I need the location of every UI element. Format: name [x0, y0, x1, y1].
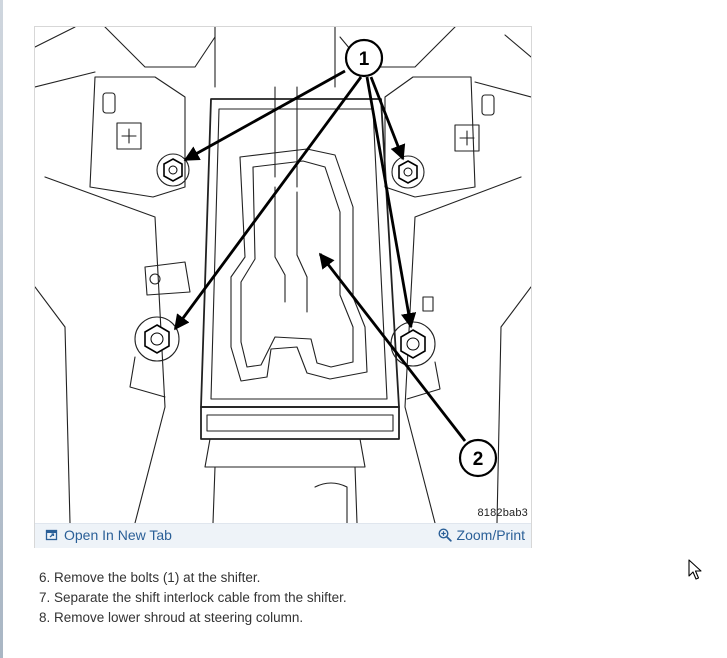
step-item: 6. Remove the bolts (1) at the shifter. [39, 570, 261, 585]
open-in-new-tab-label: Open In New Tab [64, 527, 172, 543]
callout-2-label: 2 [473, 449, 484, 470]
zoom-in-icon [438, 528, 452, 542]
open-in-new-tab-link[interactable]: Open In New Tab [45, 527, 172, 543]
step-item: 7. Separate the shift interlock cable fr… [39, 590, 347, 605]
procedure-steps: 6. Remove the bolts (1) at the shifter. … [39, 568, 347, 628]
zoom-print-link[interactable]: Zoom/Print [438, 527, 525, 543]
figure-card: 1 2 8182bab3 Open In New Tab [34, 26, 532, 548]
shifter-diagram: 1 2 [35, 27, 531, 523]
mouse-pointer-icon [688, 559, 702, 580]
step-item: 8. Remove lower shroud at steering colum… [39, 610, 304, 625]
figure-toolbar: Open In New Tab Zoom/Print [35, 523, 531, 548]
open-in-new-tab-icon [45, 528, 59, 542]
zoom-print-label: Zoom/Print [456, 527, 525, 543]
left-panel-edge [0, 0, 3, 658]
figure-code: 8182bab3 [477, 507, 528, 519]
callout-1-label: 1 [359, 49, 370, 70]
